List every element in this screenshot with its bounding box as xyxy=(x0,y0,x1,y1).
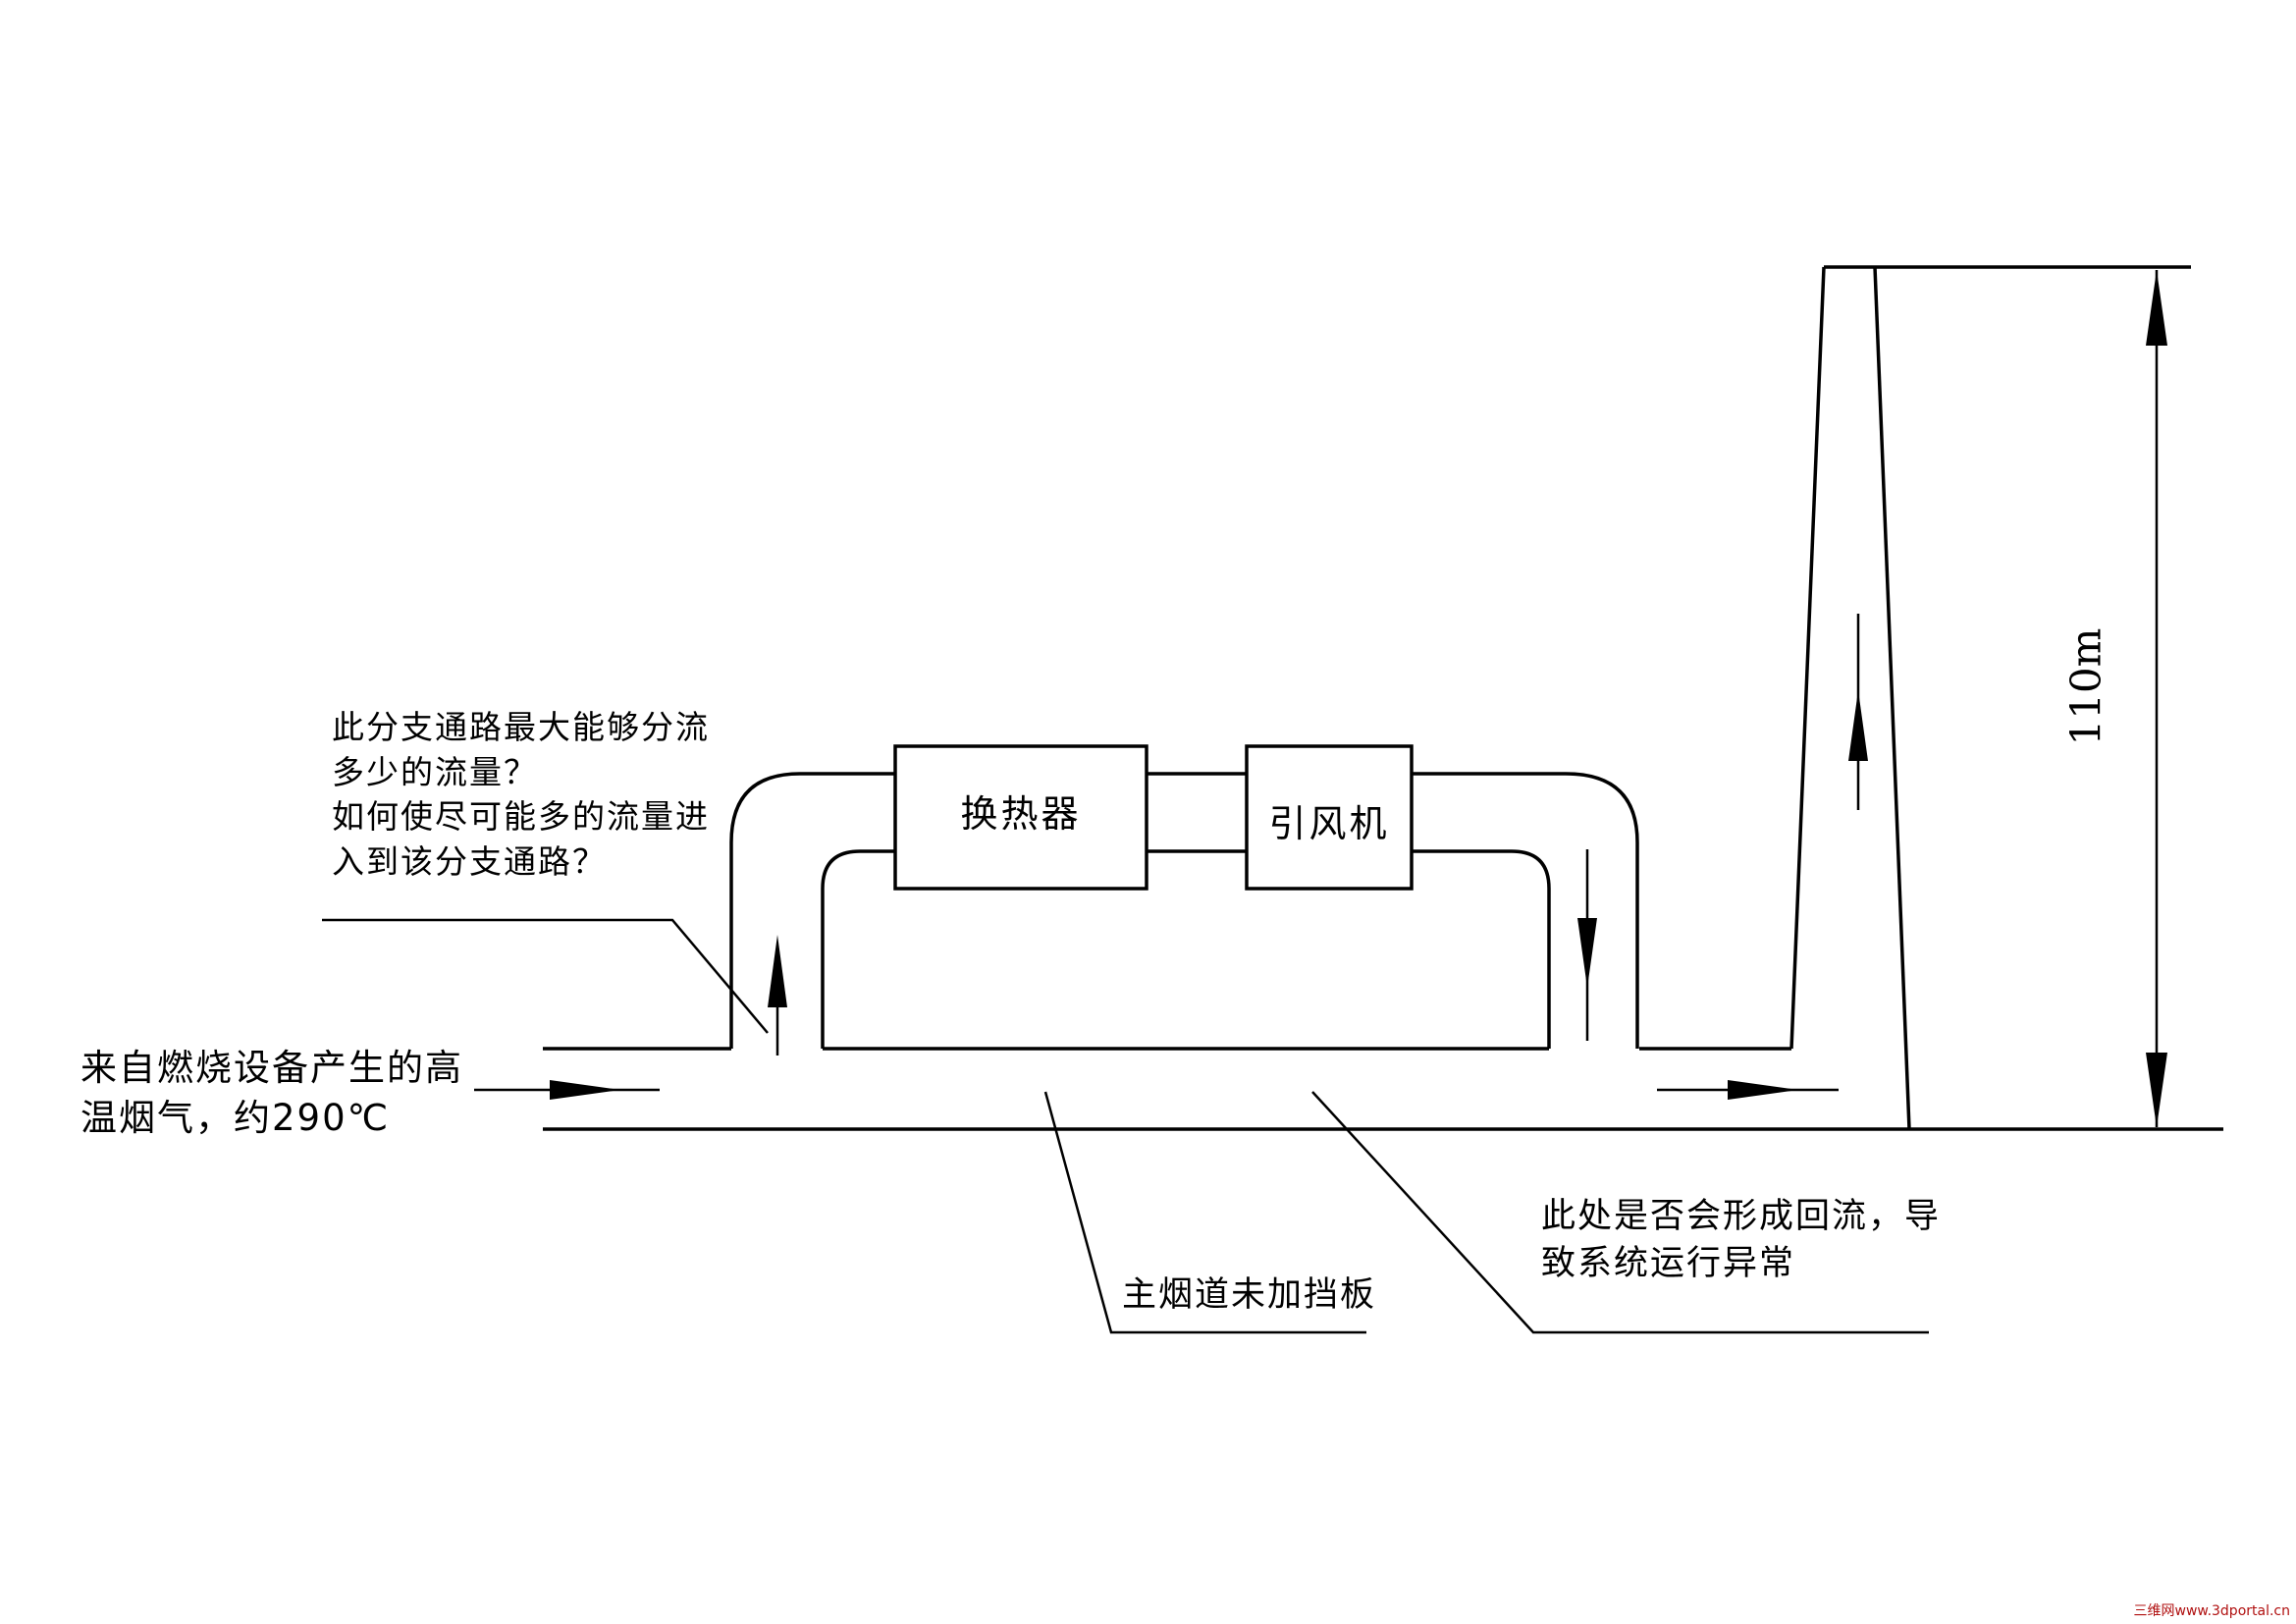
chimney-left-wall xyxy=(1789,266,1826,1050)
branch-duct-outer xyxy=(729,772,1639,1049)
backflow-question-label: 此处是否会形成回流，导 致系统运行异常 xyxy=(1541,1193,1941,1288)
inlet-label-line-1: 来自燃烧设备产生的高 xyxy=(80,1047,463,1089)
stack-up-arrow-head xyxy=(1848,690,1868,761)
induced-fan-box xyxy=(1245,744,1414,891)
branch-question-leader xyxy=(322,918,769,1034)
inlet-label-line-2: 温烟气，约290℃ xyxy=(80,1097,391,1140)
inlet-arrow-head xyxy=(550,1080,620,1100)
branch-up-arrow-head xyxy=(768,935,787,1007)
stack-height-label: 110m xyxy=(2061,627,2110,746)
branch-question-line-2: 多少的流量？ xyxy=(332,752,538,791)
heat-exchanger-box xyxy=(893,744,1148,891)
backflow-question-leader xyxy=(1311,1091,1929,1334)
heat-exchanger-label: 换热器 xyxy=(960,792,1082,836)
watermark: 三维网www.3dportal.cn xyxy=(2133,1603,2291,1619)
branch-question-line-3: 如何使尽可能多的流量进 xyxy=(332,797,710,837)
branch-question-line-4: 入到该分支通路？ xyxy=(332,841,607,881)
main-flue-note-leader xyxy=(1043,1091,1366,1334)
branch-question-line-1: 此分支通路最大能够分流 xyxy=(332,708,710,746)
outlet-arrow-head xyxy=(1728,1080,1798,1100)
inlet-label: 来自燃烧设备产生的高 温烟气，约290℃ xyxy=(80,1043,463,1143)
backflow-question-line-1: 此处是否会形成回流，导 xyxy=(1541,1197,1942,1236)
backflow-question-line-2: 致系统运行异常 xyxy=(1541,1244,1796,1284)
branch-down-arrow-head xyxy=(1577,918,1597,988)
branch-question-label: 此分支通路最大能够分流 多少的流量？ 如何使尽可能多的流量进 入到该分支通路？ xyxy=(332,705,710,884)
dimension-arrow-bottom xyxy=(2146,1053,2167,1127)
main-flue-note-label: 主烟道未加挡板 xyxy=(1122,1275,1377,1315)
dimension-arrow-top xyxy=(2146,270,2167,346)
induced-fan-label: 引风机 xyxy=(1268,802,1390,845)
chimney-right-wall xyxy=(1873,266,1911,1130)
branch-duct-inner xyxy=(821,849,1551,1049)
